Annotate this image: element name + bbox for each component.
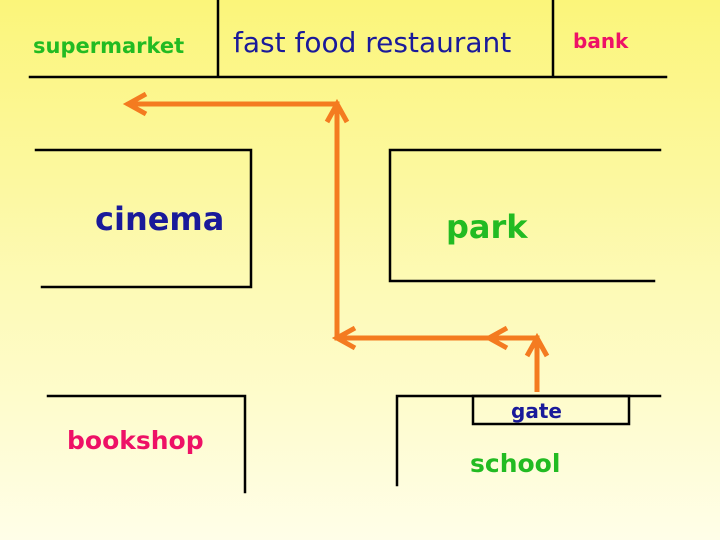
- route-arrowhead-end: [122, 91, 148, 117]
- route-line: [128, 101, 540, 392]
- bank-label: bank: [573, 29, 629, 53]
- fast-food-restaurant-label: fast food restaurant: [233, 26, 512, 59]
- park-block: [388, 148, 662, 283]
- cinema-label: cinema: [95, 200, 225, 238]
- route-path: [122, 91, 550, 392]
- park-label: park: [446, 208, 528, 246]
- route-arrowhead-gate: [524, 332, 550, 358]
- bookshop-block: [46, 394, 247, 494]
- gate-box: [471, 394, 631, 426]
- cinema-block: [34, 148, 253, 289]
- route-arrowhead-up: [324, 98, 350, 124]
- supermarket-label: supermarket: [33, 34, 185, 58]
- top-row-walls: [28, 0, 668, 79]
- bookshop-label: bookshop: [67, 426, 204, 455]
- gate-label: gate: [511, 399, 562, 423]
- building-walls: [28, 0, 668, 494]
- route-arrowhead-corner-left: [331, 325, 357, 351]
- school-label: school: [470, 449, 561, 478]
- route-arrowhead-middle: [483, 325, 509, 351]
